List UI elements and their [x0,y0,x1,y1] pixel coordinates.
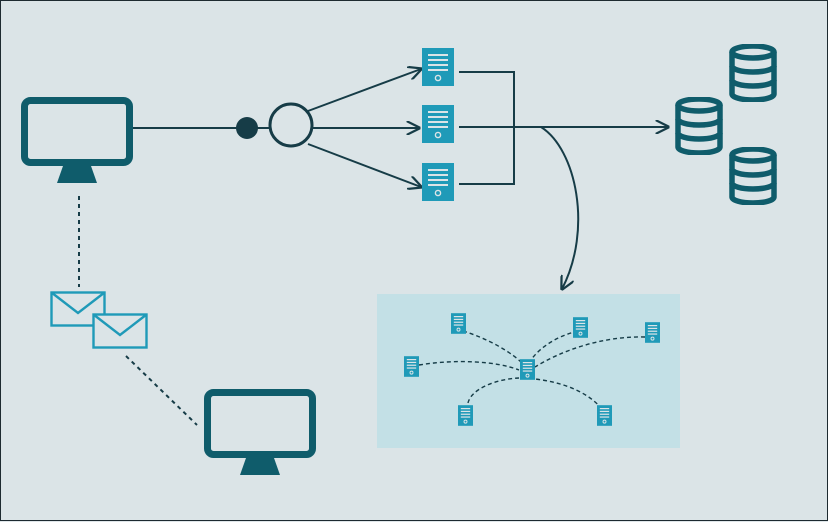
node-dot [236,117,258,139]
server-icon [573,317,588,338]
server-icon [597,405,612,426]
dotted-connector-bottom [125,355,198,426]
server-icon [422,48,454,86]
server-icon [645,322,660,343]
server-icon [458,405,473,426]
server-icon [422,105,454,143]
database-icon [678,99,720,153]
database-icon [732,46,774,100]
server-icon [422,163,454,201]
monitor-icon [25,101,130,184]
server-icon [404,356,419,377]
monitor-icon [208,393,313,476]
arrow-to-server-1 [307,69,421,112]
load-balancer-icon [268,102,314,148]
envelope-icon [92,313,148,349]
database-icon [732,149,774,203]
arrow-to-server-3 [307,143,421,187]
arrow-to-cluster [540,126,580,289]
server-icon [451,313,466,334]
server-icon [520,359,535,380]
